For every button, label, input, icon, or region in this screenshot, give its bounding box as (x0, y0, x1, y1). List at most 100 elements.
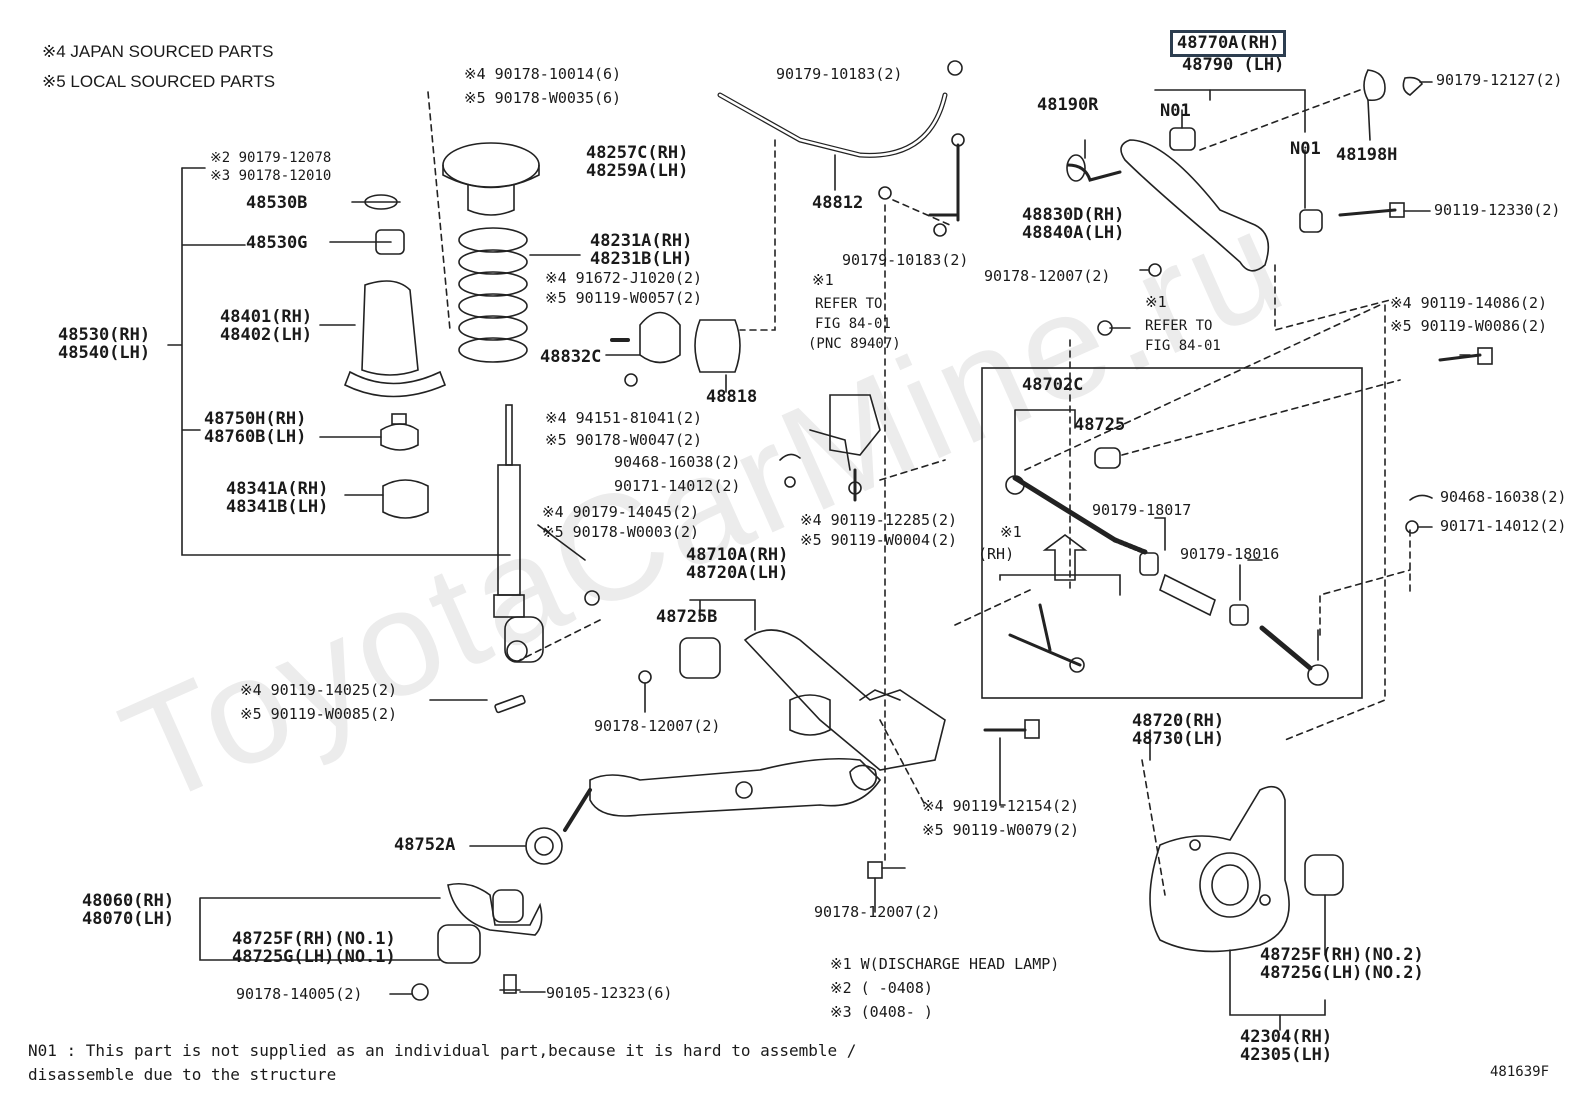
footnote-2: ※2 ( -0408) (830, 979, 933, 997)
cam-48198h (1363, 69, 1386, 102)
part-48832c[interactable]: 48832C (540, 347, 602, 367)
ref-text-2c: (PNC 89407) (808, 336, 901, 352)
part-90178-w0035[interactable]: ※5 90178-W0035(6) (464, 89, 622, 107)
rh-mark: ※1 (1000, 523, 1022, 541)
part-48060[interactable]: 48060(RH) (82, 891, 175, 911)
note-n01-b: N01 (1290, 139, 1321, 159)
part-90179-18017[interactable]: 90179-18017 (1092, 501, 1192, 519)
upper-arm-48770a (1120, 139, 1270, 272)
part-90468-16038-a[interactable]: 90468-16038(2) (614, 453, 741, 471)
part-48198h[interactable]: 48198H (1336, 145, 1398, 165)
part-90179-10183-b[interactable]: 90179-10183(2) (842, 251, 969, 269)
part-48231b[interactable]: 48231B(LH) (590, 249, 693, 269)
bushing-n01-b (1299, 209, 1323, 233)
group-bracket-48530 (167, 167, 511, 556)
rh-text: (RH) (978, 545, 1015, 563)
part-90179-10183-a[interactable]: 90179-10183(2) (776, 65, 903, 83)
legend-japan: ※4 JAPAN SOURCED PARTS (42, 42, 274, 61)
part-90119-12154[interactable]: ※4 90119-12154(2) (922, 797, 1080, 815)
bushing-48725f (437, 924, 481, 964)
part-90105-12323[interactable]: 90105-12323(6) (546, 984, 673, 1002)
part-90179-18016[interactable]: 90179-18016 (1180, 545, 1280, 563)
part-90179-14045[interactable]: ※4 90179-14045(2) (542, 503, 700, 521)
sleeve-90179-18016 (1159, 573, 1216, 617)
highlighted-part-number[interactable]: 48770A(RH) (1170, 30, 1287, 57)
ref-text-2b[interactable]: FIG 84-01 (815, 316, 891, 332)
upper-mount (442, 142, 540, 188)
part-48725g-no2[interactable]: 48725G(LH)(NO.2) (1260, 963, 1424, 983)
part-48530b[interactable]: 48530B (246, 193, 308, 213)
part-48710a[interactable]: 48710A(RH) (686, 545, 789, 565)
part-48070[interactable]: 48070(LH) (82, 909, 175, 929)
part-90171-14012-b[interactable]: 90171-14012(2) (1440, 517, 1567, 535)
part-90178-12010[interactable]: ※3 90178-12010 (210, 168, 332, 184)
part-90119-14025[interactable]: ※4 90119-14025(2) (240, 681, 398, 699)
part-48530g[interactable]: 48530G (246, 233, 308, 253)
part-90178-w0047[interactable]: ※5 90178-W0047(2) (545, 431, 703, 449)
note-n01-line-1: N01 : This part is not supplied as an in… (28, 1041, 857, 1060)
part-48750h[interactable]: 48750H(RH) (204, 409, 307, 429)
part-90178-12007-b[interactable]: 90178-12007(2) (594, 717, 721, 735)
part-90179-12078[interactable]: ※2 90179-12078 (210, 150, 332, 166)
part-48402[interactable]: 48402(LH) (220, 325, 313, 345)
toe-rod-inset (1008, 603, 1082, 667)
bushing-48725b (679, 637, 721, 679)
part-48257c[interactable]: 48257C(RH) (586, 143, 689, 163)
part-48341b[interactable]: 48341B(LH) (226, 497, 329, 517)
part-90119-12330[interactable]: 90119-12330(2) (1434, 201, 1561, 219)
part-48231a[interactable]: 48231A(RH) (590, 231, 693, 251)
part-94151-81041[interactable]: ※4 94151-81041(2) (545, 409, 703, 427)
part-90119-w0086[interactable]: ※5 90119-W0086(2) (1390, 317, 1548, 335)
part-48725f-no1[interactable]: 48725F(RH)(NO.1) (232, 929, 396, 949)
part-90178-12007-a[interactable]: 90178-12007(2) (984, 267, 1111, 285)
part-90468-16038-b[interactable]: 90468-16038(2) (1440, 488, 1567, 506)
part-48259a[interactable]: 48259A(LH) (586, 161, 689, 181)
part-48725f-no2[interactable]: 48725F(RH)(NO.2) (1260, 945, 1424, 965)
toe-control-box (981, 367, 1363, 699)
legend-local: ※5 LOCAL SOURCED PARTS (42, 72, 276, 91)
part-48760b[interactable]: 48760B(LH) (204, 427, 307, 447)
height-sensor (809, 394, 881, 502)
lower-arm-48710a (589, 757, 882, 817)
part-90178-w0003[interactable]: ※5 90178-W0003(2) (542, 523, 700, 541)
stabilizer-link (928, 133, 965, 237)
ref-text-1b[interactable]: FIG 84-01 (1145, 338, 1221, 354)
part-48720a[interactable]: 48720A(LH) (686, 563, 789, 583)
part-48830d[interactable]: 48830D(RH) (1022, 205, 1125, 225)
part-90178-14005[interactable]: 90178-14005(2) (236, 985, 363, 1003)
part-48720[interactable]: 48720(RH) (1132, 711, 1225, 731)
part-91672-j1020[interactable]: ※4 91672-J1020(2) (545, 269, 703, 287)
part-48540[interactable]: 48540(LH) (58, 343, 151, 363)
part-90119-14086[interactable]: ※4 90119-14086(2) (1390, 294, 1548, 312)
part-48341a[interactable]: 48341A(RH) (226, 479, 329, 499)
part-42304[interactable]: 42304(RH) (1240, 1027, 1333, 1047)
footnote-3: ※3 (0408- ) (830, 1003, 933, 1021)
ref-mark-2: ※1 (812, 271, 834, 289)
part-90119-w0004[interactable]: ※5 90119-W0004(2) (800, 531, 958, 549)
ref-text-2a: REFER TO (815, 296, 883, 312)
part-48752a[interactable]: 48752A (394, 835, 456, 855)
part-90119-w0079[interactable]: ※5 90119-W0079(2) (922, 821, 1080, 839)
part-48702c[interactable]: 48702C (1022, 375, 1084, 395)
part-90119-w0057[interactable]: ※5 90119-W0057(2) (545, 289, 703, 307)
part-48725[interactable]: 48725 (1074, 415, 1126, 435)
part-48725g-no1[interactable]: 48725G(LH)(NO.1) (232, 947, 396, 967)
part-90178-12007-c[interactable]: 90178-12007(2) (814, 903, 941, 921)
part-48818[interactable]: 48818 (706, 387, 758, 407)
part-90171-14012-a[interactable]: 90171-14012(2) (614, 477, 741, 495)
bushing-48725 (1094, 447, 1121, 469)
part-48190r[interactable]: 48190R (1037, 95, 1099, 115)
part-48840a[interactable]: 48840A(LH) (1022, 223, 1125, 243)
part-48730[interactable]: 48730(LH) (1132, 729, 1225, 749)
part-90119-12285[interactable]: ※4 90119-12285(2) (800, 511, 958, 529)
part-48725b[interactable]: 48725B (656, 607, 718, 627)
part-90178-10014[interactable]: ※4 90178-10014(6) (464, 65, 622, 83)
part-48812[interactable]: 48812 (812, 193, 864, 213)
part-90179-12127[interactable]: 90179-12127(2) (1436, 71, 1563, 89)
part-48530[interactable]: 48530(RH) (58, 325, 151, 345)
part-48401[interactable]: 48401(RH) (220, 307, 313, 327)
part-90119-w0085[interactable]: ※5 90119-W0085(2) (240, 705, 398, 723)
part-42305[interactable]: 42305(LH) (1240, 1045, 1333, 1065)
